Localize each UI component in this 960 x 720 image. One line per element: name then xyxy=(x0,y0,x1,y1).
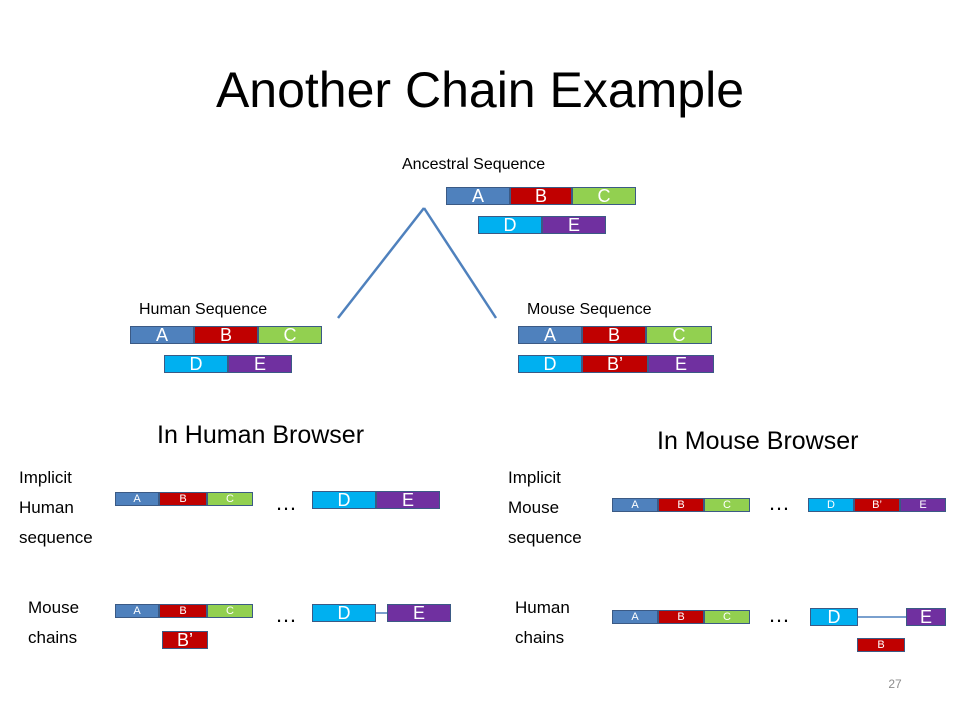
mouse-seq-seg-bprime: B’ xyxy=(582,354,648,374)
hb-chain-ellipsis: … xyxy=(275,602,297,627)
mb-chain-seg-e: E xyxy=(906,607,946,627)
ancestral-seg-b: B xyxy=(510,186,572,206)
mb-chain-seg-a: A xyxy=(612,610,658,624)
hb-implicit-seg-a: A xyxy=(115,492,159,506)
mb-implicit-seg-b: B xyxy=(658,498,704,512)
mouse-chains-label: Mouse chains xyxy=(28,598,80,647)
mouse-sequence-label: Mouse Sequence xyxy=(527,301,652,318)
human-seq-seg-c: C xyxy=(258,325,322,345)
human-seq-seg-e: E xyxy=(228,354,292,374)
hb-chain-seg-d: D xyxy=(312,603,376,623)
mb-implicit-ellipsis: … xyxy=(768,490,790,515)
mouse-seq-seg-a: A xyxy=(518,325,582,345)
page-number: 27 xyxy=(888,677,902,691)
hb-chain-seg-e: E xyxy=(387,603,451,623)
mouse-seq-seg-d: D xyxy=(518,354,582,374)
in-mouse-browser-heading: In Mouse Browser xyxy=(657,427,859,455)
hb-implicit-seg-e: E xyxy=(376,490,440,510)
mb-implicit-seg-e: E xyxy=(900,498,946,512)
hb-chain-seg-bprime: B’ xyxy=(162,630,208,650)
mb-chain-seg-b-unaligned: B xyxy=(857,638,905,652)
mb-chain-seg-d: D xyxy=(810,607,858,627)
human-seq-seg-b: B xyxy=(194,325,258,345)
ancestral-sequence-label: Ancestral Sequence xyxy=(402,156,546,173)
mb-implicit-seg-a: A xyxy=(612,498,658,512)
implicit-mouse-label: Implicit Mouse sequence xyxy=(508,468,582,547)
hb-implicit-seg-d: D xyxy=(312,490,376,510)
human-sequence-label: Human Sequence xyxy=(139,301,268,318)
mouse-seq-seg-c: C xyxy=(646,325,712,345)
mouse-seq-seg-e: E xyxy=(648,354,714,374)
mb-implicit-seg-bprime: B’ xyxy=(854,498,900,512)
hb-implicit-seg-c: C xyxy=(207,492,253,506)
hb-implicit-seg-b: B xyxy=(159,492,207,506)
tree-left-branch xyxy=(337,207,425,319)
ancestral-seg-e: E xyxy=(542,215,606,235)
hb-chain-seg-c: C xyxy=(207,604,253,618)
ancestral-seg-d: D xyxy=(478,215,542,235)
implicit-human-label: Implicit Human sequence xyxy=(19,468,93,547)
mb-implicit-seg-d: D xyxy=(808,498,854,512)
slide-title: Another Chain Example xyxy=(215,62,745,118)
mouse-seq-seg-b: B xyxy=(582,325,646,345)
human-seq-seg-d: D xyxy=(164,354,228,374)
ancestral-seg-c: C xyxy=(572,186,636,206)
mb-chain-seg-c: C xyxy=(704,610,750,624)
hb-implicit-ellipsis: … xyxy=(275,490,297,515)
ancestral-seg-a: A xyxy=(446,186,510,206)
human-chains-label: Human chains xyxy=(515,598,570,647)
human-seq-seg-a: A xyxy=(130,325,194,345)
hb-chain-seg-b: B xyxy=(159,604,207,618)
tree-right-branch xyxy=(422,207,498,319)
mb-implicit-seg-c: C xyxy=(704,498,750,512)
mb-chain-ellipsis: … xyxy=(768,602,790,627)
mb-chain-seg-b: B xyxy=(658,610,704,624)
hb-chain-seg-a: A xyxy=(115,604,159,618)
in-human-browser-heading: In Human Browser xyxy=(157,421,365,449)
